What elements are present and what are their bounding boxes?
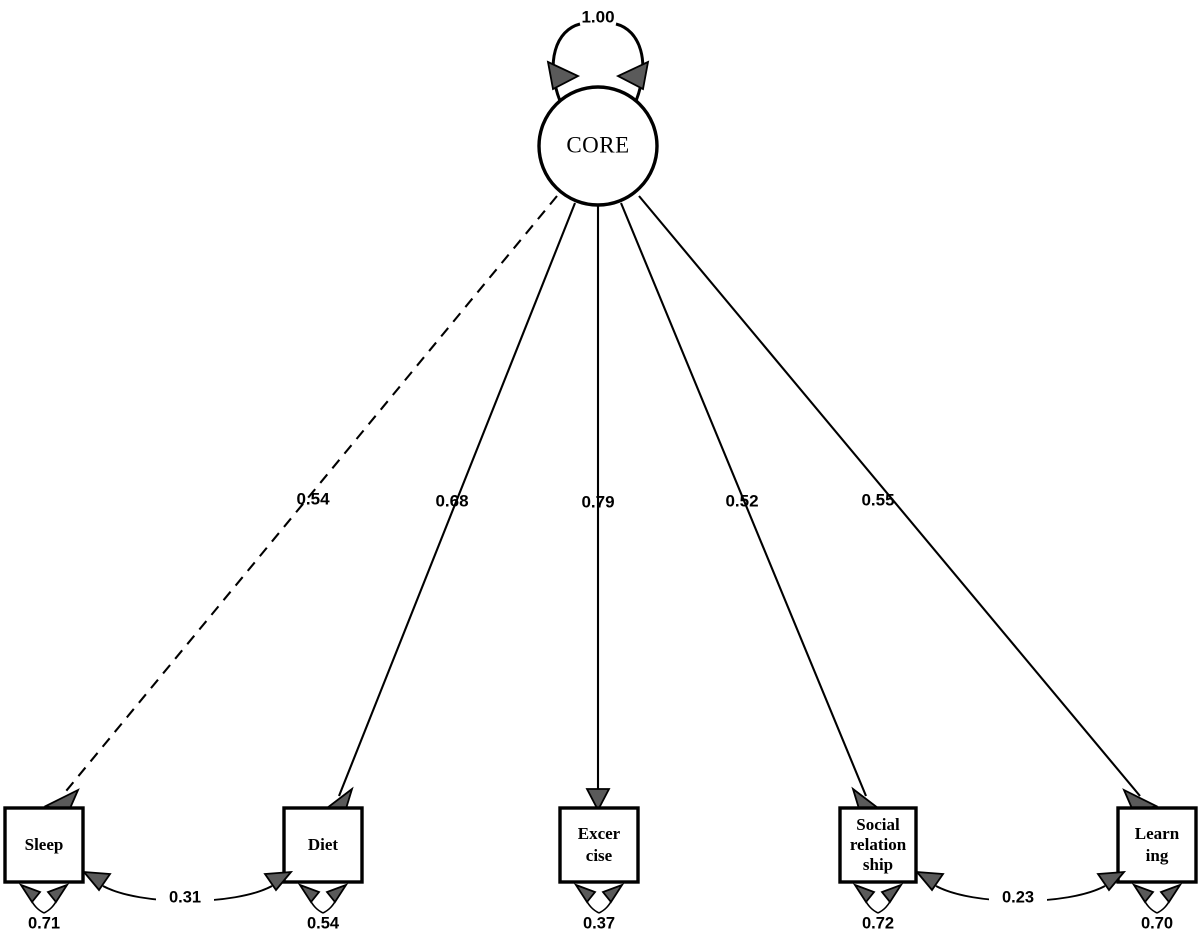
covariance-sleep-diet: 0.31: [81, 870, 294, 908]
loading-line-diet: [338, 202, 576, 797]
residual-label-sleep: 0.71: [28, 914, 60, 932]
core-loop-right-arc: [615, 22, 645, 102]
covariance-arrowhead-sleep: [81, 870, 112, 892]
loading-label-sleep: 0.54: [296, 489, 330, 508]
residual-learning: 0.70: [1131, 883, 1183, 932]
loading-path-sleep: 0.54: [43, 195, 558, 815]
core-loop-right-arrowhead: [615, 60, 650, 91]
indicator-node-exercise[interactable]: Excer cise: [558, 806, 640, 884]
indicator-box-sleep[interactable]: [3, 806, 85, 884]
loading-path-social: 0.52: [620, 202, 881, 814]
covariance-label-sleep-diet: 0.31: [169, 888, 201, 906]
loading-label-learning: 0.55: [861, 490, 894, 509]
residual-label-social-relationship: 0.72: [862, 914, 894, 932]
covariance-social-learning: 0.23: [914, 870, 1127, 908]
loading-label-diet: 0.68: [435, 491, 468, 510]
indicator-label-sleep: Sleep: [25, 835, 64, 854]
residual-label-learning: 0.70: [1141, 914, 1173, 932]
residual-arrowhead-right-learning: [1159, 883, 1183, 904]
indicator-label-exercise-line2: cise: [586, 846, 613, 865]
indicator-label-diet: Diet: [308, 835, 339, 854]
residual-arrowhead-left-social: [852, 883, 876, 904]
latent-circle-core[interactable]: [537, 85, 659, 207]
covariance-label-social-learning: 0.23: [1002, 888, 1034, 906]
core-loop-left-arrowhead: [546, 60, 581, 91]
residual-arrowhead-right-social: [880, 883, 904, 904]
indicator-box-social-relationship[interactable]: [838, 806, 918, 884]
residual-arrowhead-left-learning: [1131, 883, 1155, 904]
core-loop-left-arc: [551, 22, 581, 102]
residual-social-relationship: 0.72: [852, 883, 904, 932]
residual-label-diet: 0.54: [307, 914, 340, 932]
loading-path-learning: 0.55: [638, 195, 1159, 815]
latent-node-core[interactable]: CORE: [537, 85, 659, 207]
residual-sleep: 0.71: [18, 883, 70, 932]
indicator-label-social-line2: relation: [850, 835, 907, 854]
residual-arrowhead-right-sleep: [46, 883, 70, 904]
indicator-node-diet[interactable]: Diet: [282, 806, 364, 884]
residual-exercise: 0.37: [573, 883, 625, 932]
indicator-label-exercise-line1: Excer: [578, 824, 621, 843]
residual-arrowhead-left-exercise: [573, 883, 597, 904]
indicator-box-diet[interactable]: [282, 806, 364, 884]
covariance-arrowhead-diet: [263, 870, 294, 892]
indicator-label-learning-line1: Learn: [1135, 824, 1180, 843]
covariance-label-backing-sleep-diet: [156, 886, 214, 908]
loading-path-diet: 0.68: [324, 202, 576, 814]
loading-label-social: 0.52: [725, 491, 758, 510]
core-variance-loop: 1.00: [546, 7, 650, 102]
residual-label-exercise: 0.37: [583, 914, 615, 932]
indicator-node-sleep[interactable]: Sleep: [3, 806, 85, 884]
loading-arrowhead-exercise: [585, 788, 611, 812]
indicator-box-learning[interactable]: [1116, 806, 1198, 884]
residual-arrowhead-left-diet: [297, 883, 321, 904]
residual-diet: 0.54: [297, 883, 349, 932]
loading-label-exercise: 0.79: [581, 492, 614, 511]
indicator-node-learning[interactable]: Learn ing: [1116, 806, 1198, 884]
indicator-box-exercise[interactable]: [558, 806, 640, 884]
residual-arrowhead-right-diet: [325, 883, 349, 904]
indicator-label-social-line1: Social: [856, 815, 900, 834]
latent-label-core: CORE: [566, 132, 629, 157]
loading-line-social: [620, 202, 867, 797]
core-variance-label: 1.00: [581, 7, 614, 26]
indicator-node-social-relationship[interactable]: Social relation ship: [838, 806, 918, 884]
covariance-label-backing-social-learning: [989, 886, 1047, 908]
covariance-arrowhead-social: [914, 870, 945, 892]
loading-path-exercise: 0.79: [581, 205, 615, 812]
loading-line-learning: [638, 195, 1141, 797]
residual-arrowhead-left-sleep: [18, 883, 42, 904]
loading-line-sleep: [61, 195, 558, 797]
indicator-label-social-line3: ship: [863, 855, 893, 874]
covariance-arrowhead-learning: [1096, 870, 1127, 892]
residual-arrowhead-right-exercise: [601, 883, 625, 904]
indicator-label-learning-line2: ing: [1146, 846, 1169, 865]
